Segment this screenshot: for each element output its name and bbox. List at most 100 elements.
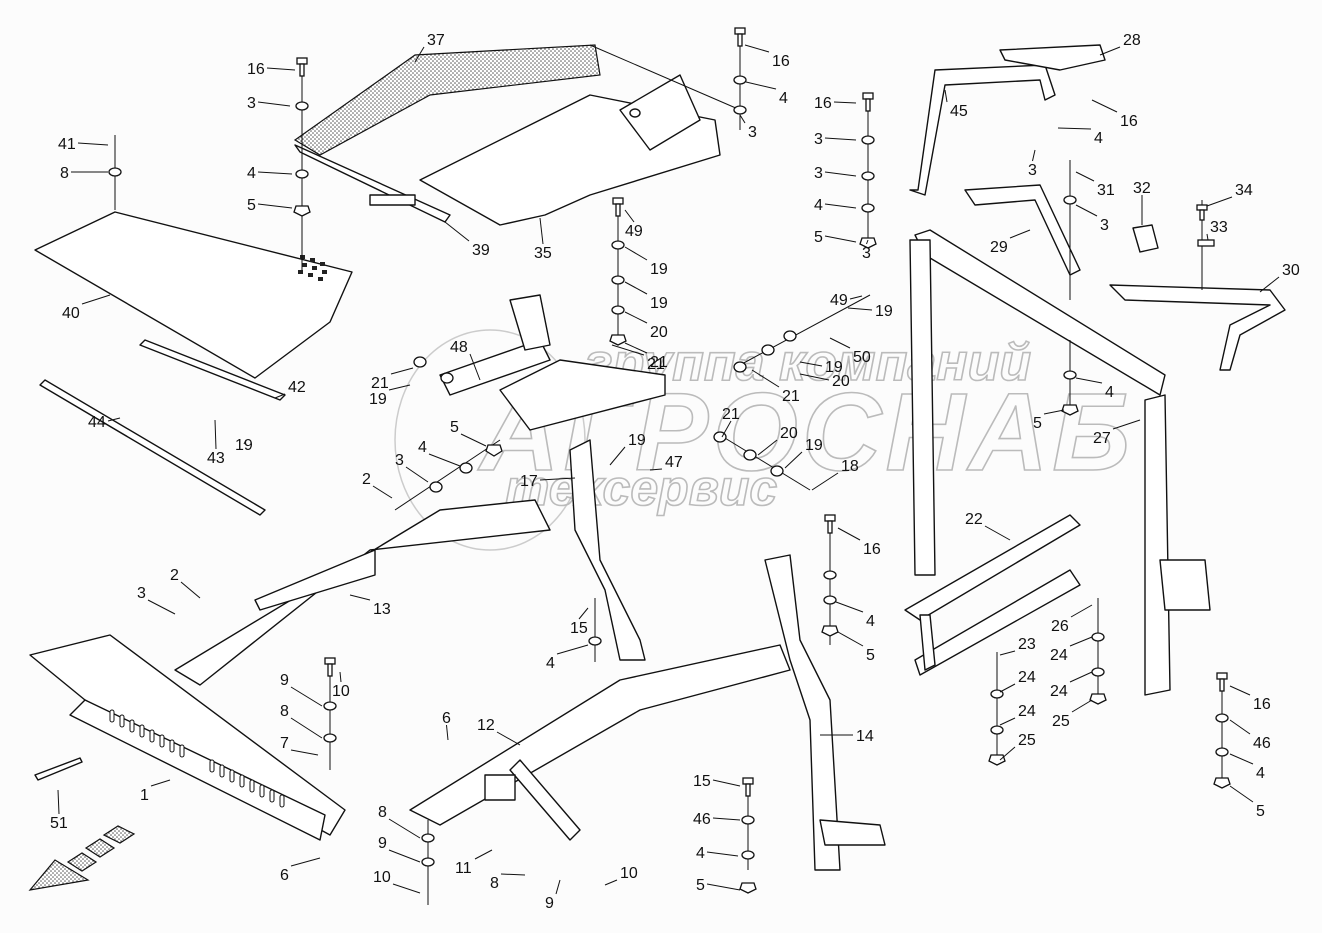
callout-leader-line xyxy=(712,817,741,821)
callout-label: 5 xyxy=(450,419,459,436)
callout-leader-line xyxy=(57,789,60,815)
callout-22: 22 xyxy=(965,511,1011,541)
callout-leader-line xyxy=(460,433,487,447)
callout-leader-line xyxy=(392,883,421,894)
callout-label: 41 xyxy=(58,136,76,153)
callout-4: 4 xyxy=(745,81,788,107)
callout-leader-line xyxy=(81,294,111,305)
callout-21: 21 xyxy=(751,369,800,405)
part-13-side-rail xyxy=(174,499,551,686)
callout-6: 6 xyxy=(442,710,451,741)
callout-leader-line xyxy=(1206,196,1233,207)
callout-label: 3 xyxy=(1100,217,1109,234)
callout-label: 21 xyxy=(722,406,740,423)
travel-direction-arrow-icon xyxy=(28,825,136,891)
callout-label: 2 xyxy=(170,567,179,584)
callout-leader-line xyxy=(214,419,217,450)
callout-label: 16 xyxy=(863,541,881,558)
callout-16: 16 xyxy=(1229,685,1271,713)
callout-33: 33 xyxy=(1206,219,1228,241)
callout-2: 2 xyxy=(362,471,393,499)
callout-16: 16 xyxy=(814,95,857,112)
callout-leader-line xyxy=(539,477,576,481)
hardware-stack-15-46-4-5 xyxy=(739,777,757,894)
callout-6: 6 xyxy=(280,857,321,884)
callout-label: 51 xyxy=(50,815,68,832)
callout-label: 25 xyxy=(1018,732,1036,749)
callout-leader-line xyxy=(744,44,770,53)
callout-leader-line xyxy=(556,644,589,655)
callout-label: 16 xyxy=(1120,113,1138,130)
callout-19: 19 xyxy=(784,437,823,469)
callout-16: 16 xyxy=(247,61,296,78)
callout-label: 13 xyxy=(373,601,391,618)
callout-25: 25 xyxy=(1052,699,1093,730)
callout-label: 12 xyxy=(477,717,495,734)
callout-9: 9 xyxy=(280,672,323,707)
callout-label: 48 xyxy=(450,339,468,356)
callout-label: 4 xyxy=(418,439,427,456)
callout-leader-line xyxy=(388,384,411,391)
callout-10: 10 xyxy=(604,865,638,886)
callout-leader-line xyxy=(147,599,176,615)
callout-21: 21 xyxy=(624,342,668,371)
callout-25: 25 xyxy=(999,732,1036,761)
callout-label: 9 xyxy=(280,672,289,689)
callout-label: 4 xyxy=(546,655,555,672)
callout-11: 11 xyxy=(455,849,493,877)
callout-label: 24 xyxy=(1050,647,1068,664)
callout-leader-line xyxy=(1069,671,1093,683)
callout-leader-line xyxy=(745,81,777,90)
callout-label: 44 xyxy=(88,414,106,431)
callout-label: 10 xyxy=(373,869,391,886)
callout-leader-line xyxy=(414,46,425,63)
callout-13: 13 xyxy=(349,594,391,618)
callout-leader-line xyxy=(999,650,1016,656)
callout-leader-line xyxy=(257,101,291,107)
callout-label: 5 xyxy=(247,197,256,214)
callout-label: 46 xyxy=(693,811,711,828)
callout-8: 8 xyxy=(378,804,421,839)
callout-leader-line xyxy=(1075,377,1103,384)
callout-leader-line xyxy=(1009,229,1031,239)
callout-label: 3 xyxy=(1028,162,1037,179)
callout-leader-line xyxy=(290,686,323,707)
callout-leader-line xyxy=(1112,419,1141,430)
callout-21: 21 xyxy=(371,367,414,392)
callout-label: 19 xyxy=(875,303,893,320)
callout-leader-line xyxy=(446,724,449,741)
callout-5: 5 xyxy=(1229,785,1265,820)
callout-20: 20 xyxy=(757,425,798,456)
part-28-cap xyxy=(999,44,1106,71)
callout-leader-line xyxy=(944,89,948,103)
callout-leader-line xyxy=(1069,636,1093,647)
callout-leader-line xyxy=(1075,171,1095,182)
callout-leader-line xyxy=(835,601,864,613)
callout-41: 41 xyxy=(58,136,109,153)
callout-label: 16 xyxy=(247,61,265,78)
callout-label: 4 xyxy=(1094,130,1103,147)
callout-leader-line xyxy=(604,879,618,886)
callout-label: 26 xyxy=(1051,618,1069,635)
callout-leader-line xyxy=(1229,719,1251,735)
callout-leader-line xyxy=(388,849,421,863)
callout-label: 19 xyxy=(805,437,823,454)
part-44-strip xyxy=(39,379,266,516)
callout-leader-line xyxy=(833,101,857,104)
callout-10: 10 xyxy=(373,869,421,894)
callout-5: 5 xyxy=(450,419,487,447)
hardware-stack-31-3 xyxy=(1063,160,1077,300)
callout-leader-line xyxy=(1043,409,1065,415)
callout-19: 19 xyxy=(799,359,843,376)
callout-4: 4 xyxy=(546,644,589,672)
callout-label: 19 xyxy=(825,359,843,376)
callout-label: 8 xyxy=(378,804,387,821)
callout-label: 45 xyxy=(950,103,968,120)
callout-28: 28 xyxy=(1099,32,1141,56)
callout-leader-line xyxy=(999,683,1016,693)
callout-17: 17 xyxy=(520,473,576,490)
callout-leader-line xyxy=(390,367,414,375)
callout-leader-line xyxy=(290,857,321,867)
callout-label: 15 xyxy=(693,773,711,790)
